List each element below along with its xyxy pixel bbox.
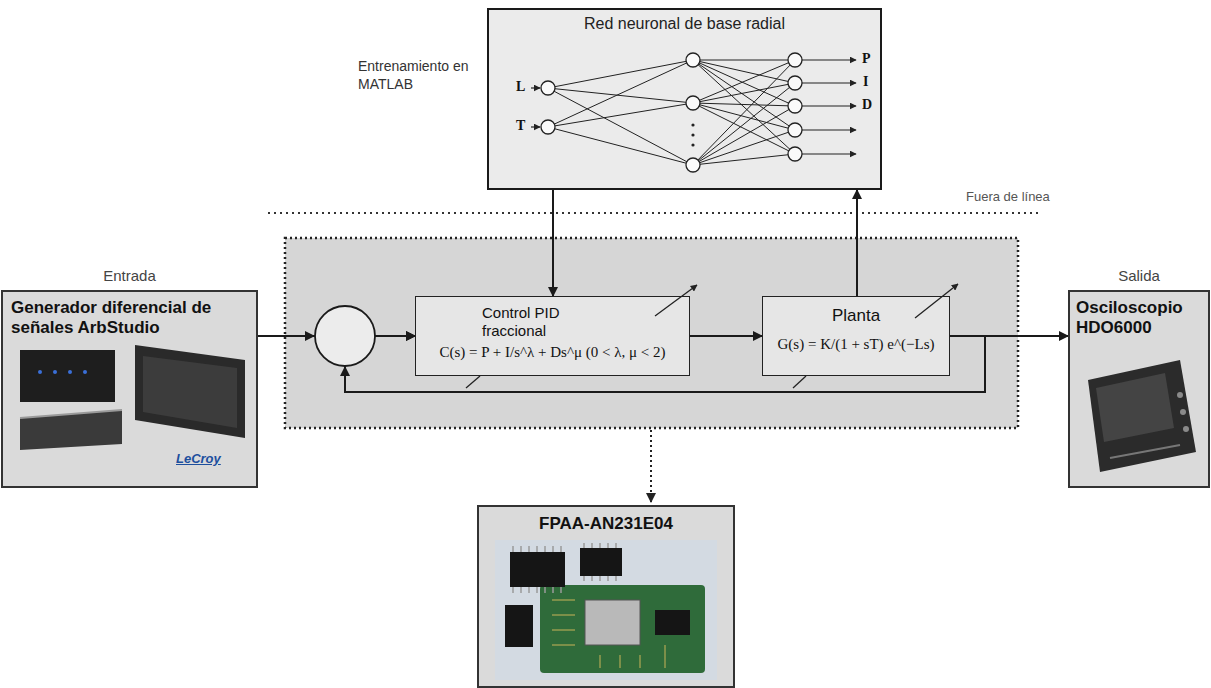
output-arrow xyxy=(802,82,856,83)
tuning-tick xyxy=(466,376,480,388)
tuning-arrow xyxy=(915,284,958,318)
tuning-arrow xyxy=(655,285,697,316)
device-picture xyxy=(20,410,122,450)
board-traces xyxy=(552,600,665,668)
neuron xyxy=(788,76,802,90)
signal-name: D xyxy=(862,97,872,113)
signal-connector xyxy=(690,335,762,337)
chip-pins xyxy=(584,543,616,581)
device-name: FPAA-AN231E04 xyxy=(479,514,733,534)
implementation-arrow xyxy=(650,430,652,502)
neuron xyxy=(541,120,555,134)
box-title: Red neuronal de base radial xyxy=(489,15,880,33)
circuit-board xyxy=(540,585,705,673)
hardware-region xyxy=(285,238,1018,428)
chip-picture xyxy=(510,552,565,587)
signal-connector xyxy=(856,190,858,296)
offline-divider xyxy=(268,212,1040,214)
network-box: Red neuronal de base radial xyxy=(487,8,882,190)
neuron xyxy=(788,123,802,137)
device-led xyxy=(38,370,42,374)
transfer-function: C(s) = P + I/s^λ + Ds^μ (0 < λ, μ < 2) xyxy=(420,344,685,361)
output-arrow xyxy=(802,105,856,106)
device-picture xyxy=(20,350,115,402)
board-chip xyxy=(585,600,640,645)
ellipsis-dot xyxy=(691,133,694,136)
input-arrow xyxy=(531,126,540,127)
ellipsis-dot xyxy=(691,143,694,146)
output-device-box: SalidaOsciloscopio HDO6000 xyxy=(1068,290,1210,488)
summing-junction xyxy=(315,306,375,366)
neuron xyxy=(541,81,555,95)
signal-connector xyxy=(552,190,554,296)
oscilloscope-knob xyxy=(1183,426,1189,432)
arrow-head xyxy=(305,331,315,341)
device-name: Osciloscopio HDO6000 xyxy=(1070,292,1208,343)
box-title: Control PID fraccional xyxy=(482,304,602,340)
transfer-function: G(s) = K/(1 + sT) e^(−Ls) xyxy=(767,336,945,353)
chip-pins xyxy=(513,546,561,593)
section-heading: Entrada xyxy=(3,267,256,284)
hardware-box: FPAA-AN231E04 xyxy=(477,505,735,688)
chip-picture xyxy=(505,605,533,647)
device-led xyxy=(68,370,72,374)
neuron-group xyxy=(541,53,802,172)
oscilloscope-picture xyxy=(1088,360,1196,472)
input-arrow xyxy=(531,87,540,88)
device-panel xyxy=(143,356,237,428)
box-title: Planta xyxy=(763,306,949,326)
neuron xyxy=(686,158,700,172)
output-arrow xyxy=(802,153,856,154)
side-note: Entrenamiento en MATLAB xyxy=(358,58,484,93)
oscilloscope-knob xyxy=(1177,392,1183,398)
device-name: Generador diferencial de señales ArbStud… xyxy=(3,292,256,343)
chip-picture xyxy=(580,548,622,576)
controller-box: Control PID fraccionalC(s) = P + I/s^λ +… xyxy=(415,296,690,376)
region-note: Fuera de línea xyxy=(966,189,1050,204)
oscilloscope-screen xyxy=(1096,373,1174,442)
signal-name: T xyxy=(516,118,525,134)
ellipsis-dot xyxy=(691,123,694,126)
output-arrow xyxy=(802,129,856,130)
device-picture xyxy=(135,345,245,438)
section-heading: Salida xyxy=(1070,267,1208,284)
neuron xyxy=(788,147,802,161)
neuron xyxy=(788,53,802,67)
neuron xyxy=(686,96,700,110)
oscilloscope-edge xyxy=(1110,445,1180,458)
signal-name: P xyxy=(862,51,871,67)
network-weights xyxy=(693,60,795,165)
network-weights xyxy=(548,60,693,165)
tuning-tick xyxy=(793,376,806,388)
device-edge xyxy=(20,410,122,418)
neuron xyxy=(686,53,700,67)
board-photo xyxy=(495,540,717,680)
output-arrow xyxy=(802,59,856,60)
brand-logo: LeCroy xyxy=(176,451,221,466)
board-chip xyxy=(655,610,690,635)
signal-name: I xyxy=(863,74,868,90)
arrow-head xyxy=(340,366,350,376)
device-led xyxy=(53,370,57,374)
signal-connector xyxy=(258,335,415,337)
signal-name: L xyxy=(516,79,525,95)
plant-box: PlantaG(s) = K/(1 + sT) e^(−Ls) xyxy=(762,296,950,376)
device-led xyxy=(83,370,87,374)
neuron xyxy=(788,99,802,113)
oscilloscope-knob xyxy=(1180,409,1186,415)
signal-connector xyxy=(950,335,1068,337)
